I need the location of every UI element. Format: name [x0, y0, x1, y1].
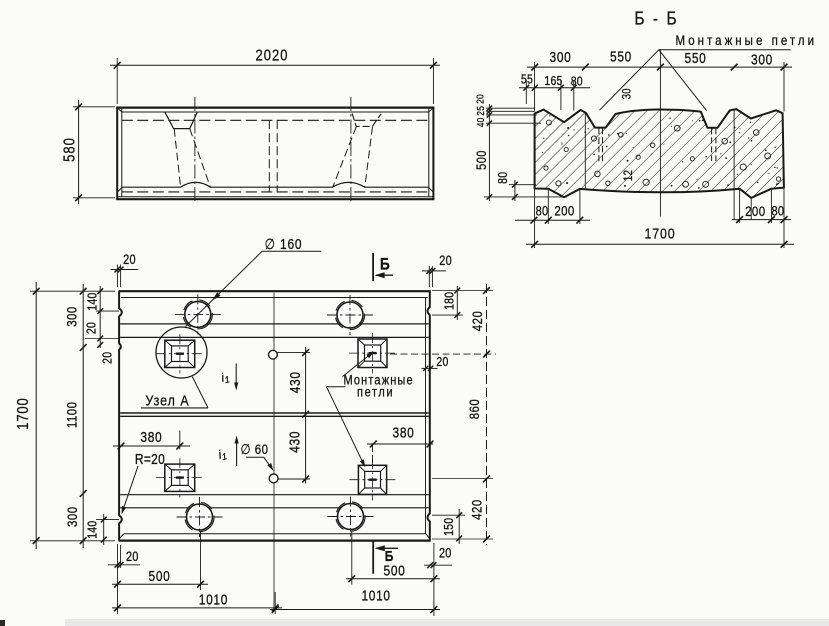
- svg-text:R=20: R=20: [135, 451, 165, 467]
- svg-text:80: 80: [571, 75, 583, 89]
- svg-text:550: 550: [685, 50, 707, 66]
- svg-text:200: 200: [745, 203, 765, 219]
- svg-text:20: 20: [439, 545, 452, 560]
- svg-text:30: 30: [621, 88, 634, 99]
- svg-text:500: 500: [149, 568, 171, 584]
- svg-text:180: 180: [443, 291, 457, 309]
- svg-text:20: 20: [85, 322, 99, 334]
- svg-text:∅ 160: ∅ 160: [265, 236, 303, 252]
- svg-text:55: 55: [521, 73, 533, 87]
- svg-text:140: 140: [86, 292, 100, 310]
- svg-text:80: 80: [772, 203, 785, 218]
- svg-text:500: 500: [474, 150, 489, 170]
- svg-text:20: 20: [436, 355, 448, 369]
- svg-text:петли: петли: [357, 385, 394, 400]
- svg-text:20: 20: [475, 94, 487, 104]
- svg-text:140: 140: [86, 520, 100, 538]
- svg-text:300: 300: [64, 506, 80, 527]
- svg-text:1010: 1010: [199, 592, 228, 608]
- svg-text:Б: Б: [385, 548, 394, 564]
- svg-text:1010: 1010: [361, 587, 390, 603]
- svg-text:580: 580: [61, 137, 78, 162]
- svg-text:430: 430: [287, 431, 303, 453]
- svg-text:40: 40: [475, 117, 487, 127]
- svg-text:Б - Б: Б - Б: [634, 7, 678, 29]
- svg-text:1700: 1700: [645, 224, 676, 241]
- svg-text:20: 20: [439, 253, 452, 268]
- svg-text:80: 80: [536, 204, 549, 219]
- svg-text:165: 165: [544, 74, 562, 88]
- svg-text:20: 20: [123, 252, 136, 267]
- svg-text:20: 20: [126, 549, 139, 564]
- svg-text:200: 200: [554, 202, 574, 218]
- svg-text:12: 12: [622, 170, 635, 181]
- svg-text:25: 25: [475, 106, 487, 116]
- svg-text:300: 300: [63, 306, 79, 327]
- svg-text:1100: 1100: [63, 401, 79, 428]
- svg-text:∅ 60: ∅ 60: [241, 441, 269, 457]
- svg-text:380: 380: [393, 425, 415, 441]
- svg-text:300: 300: [751, 51, 773, 67]
- svg-text:420: 420: [469, 311, 485, 332]
- svg-text:20: 20: [101, 352, 115, 364]
- svg-text:860: 860: [466, 399, 482, 420]
- svg-text:430: 430: [287, 371, 303, 393]
- svg-text:550: 550: [610, 48, 632, 64]
- svg-text:500: 500: [384, 562, 406, 578]
- svg-text:420: 420: [468, 499, 484, 520]
- svg-text:2020: 2020: [256, 47, 289, 64]
- svg-text:80: 80: [496, 172, 510, 184]
- svg-text:i1: i1: [220, 369, 231, 385]
- svg-text:380: 380: [140, 429, 162, 445]
- svg-text:Монтажные петли: Монтажные петли: [676, 32, 818, 48]
- svg-text:1700: 1700: [15, 397, 32, 429]
- svg-text:150: 150: [442, 517, 456, 535]
- svg-text:i1: i1: [217, 446, 228, 462]
- svg-text:Монтажные: Монтажные: [343, 373, 413, 388]
- svg-text:Узел А: Узел А: [145, 391, 189, 408]
- svg-text:Б: Б: [380, 255, 390, 274]
- svg-text:300: 300: [550, 49, 572, 65]
